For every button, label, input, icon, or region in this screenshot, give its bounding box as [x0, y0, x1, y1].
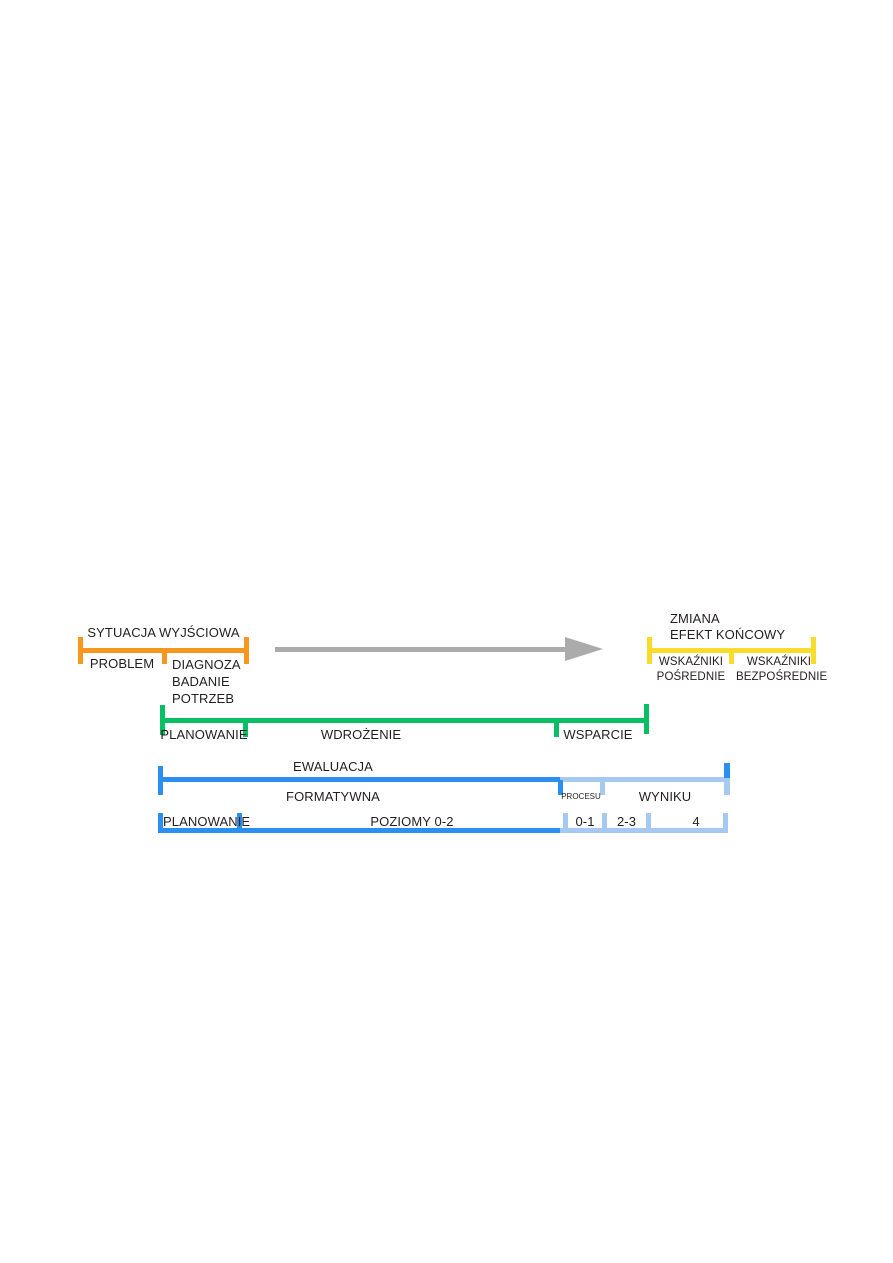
- levels-tick-01-left: [563, 813, 568, 833]
- implementation-tick-left: [160, 705, 165, 735]
- outcome-title: ZMIANA EFEKT KOŃCOWY: [670, 611, 786, 642]
- levels-line-dark: [158, 828, 560, 833]
- flow-arrow-head-icon: [565, 637, 603, 661]
- baseline-line: [78, 648, 249, 653]
- outcome-tick-right: [811, 637, 816, 664]
- levels-tick-23-left: [602, 813, 607, 833]
- implementation-line: [160, 718, 649, 723]
- levels-4-label: 4: [692, 814, 700, 829]
- outcome-direct-label: WSKAŹNIKI BEZPOŚREDNIE: [736, 656, 828, 683]
- evaluation-tick-right-bottom: [724, 778, 730, 795]
- levels-0-2-label: POZIOMY 0-2: [370, 814, 454, 829]
- levels-tick-right: [723, 813, 728, 833]
- baseline-title: SYTUACJA WYJŚCIOWA: [87, 625, 240, 640]
- implementation-planning-label: PLANOWANIE: [160, 727, 248, 742]
- evaluation-tick-left: [158, 766, 163, 795]
- baseline-tick-middle: [162, 651, 167, 664]
- outcome-indirect-label: WSKAŹNIKI POŚREDNIE: [656, 656, 726, 683]
- evaluation-line-formative: [160, 777, 560, 782]
- evaluation-outcome-label: WYNIKU: [638, 789, 692, 804]
- evaluation-formative-label: FORMATYWNA: [286, 789, 380, 804]
- baseline-tick-right: [244, 637, 249, 664]
- levels-line-light: [560, 828, 728, 833]
- outcome-tick-middle: [729, 651, 734, 664]
- evaluation-title: EWALUACJA: [293, 759, 373, 774]
- implementation-support-label: WSPARCIE: [563, 727, 633, 742]
- implementation-tick-planning: [243, 720, 248, 737]
- levels-tick-4-left: [646, 813, 651, 833]
- levels-0-1-label: 0-1: [575, 814, 595, 829]
- levels-planning-label: PLANOWANIE: [163, 814, 251, 829]
- evaluation-tick-right-top: [724, 763, 730, 778]
- baseline-problem-label: PROBLEM: [89, 656, 155, 671]
- baseline-diagnosis-label: DIAGNOZA BADANIE POTRZEB: [172, 657, 241, 706]
- implementation-rollout-label: WDROŻENIE: [320, 727, 402, 742]
- levels-2-3-label: 2-3: [616, 814, 637, 829]
- evaluation-line-outcome: [560, 777, 730, 782]
- evaluation-tick-process-right: [600, 780, 605, 795]
- implementation-tick-support: [554, 720, 559, 737]
- outcome-line: [647, 648, 816, 653]
- evaluation-process-label: PROCESU: [561, 792, 601, 801]
- levels-tick-left: [158, 813, 163, 833]
- implementation-tick-right: [644, 704, 649, 734]
- baseline-tick-left: [78, 637, 83, 664]
- outcome-tick-left: [647, 637, 652, 664]
- flow-arrow-shaft: [275, 647, 567, 652]
- evaluation-tick-process-left: [558, 780, 563, 795]
- levels-tick-planning-right: [237, 813, 242, 833]
